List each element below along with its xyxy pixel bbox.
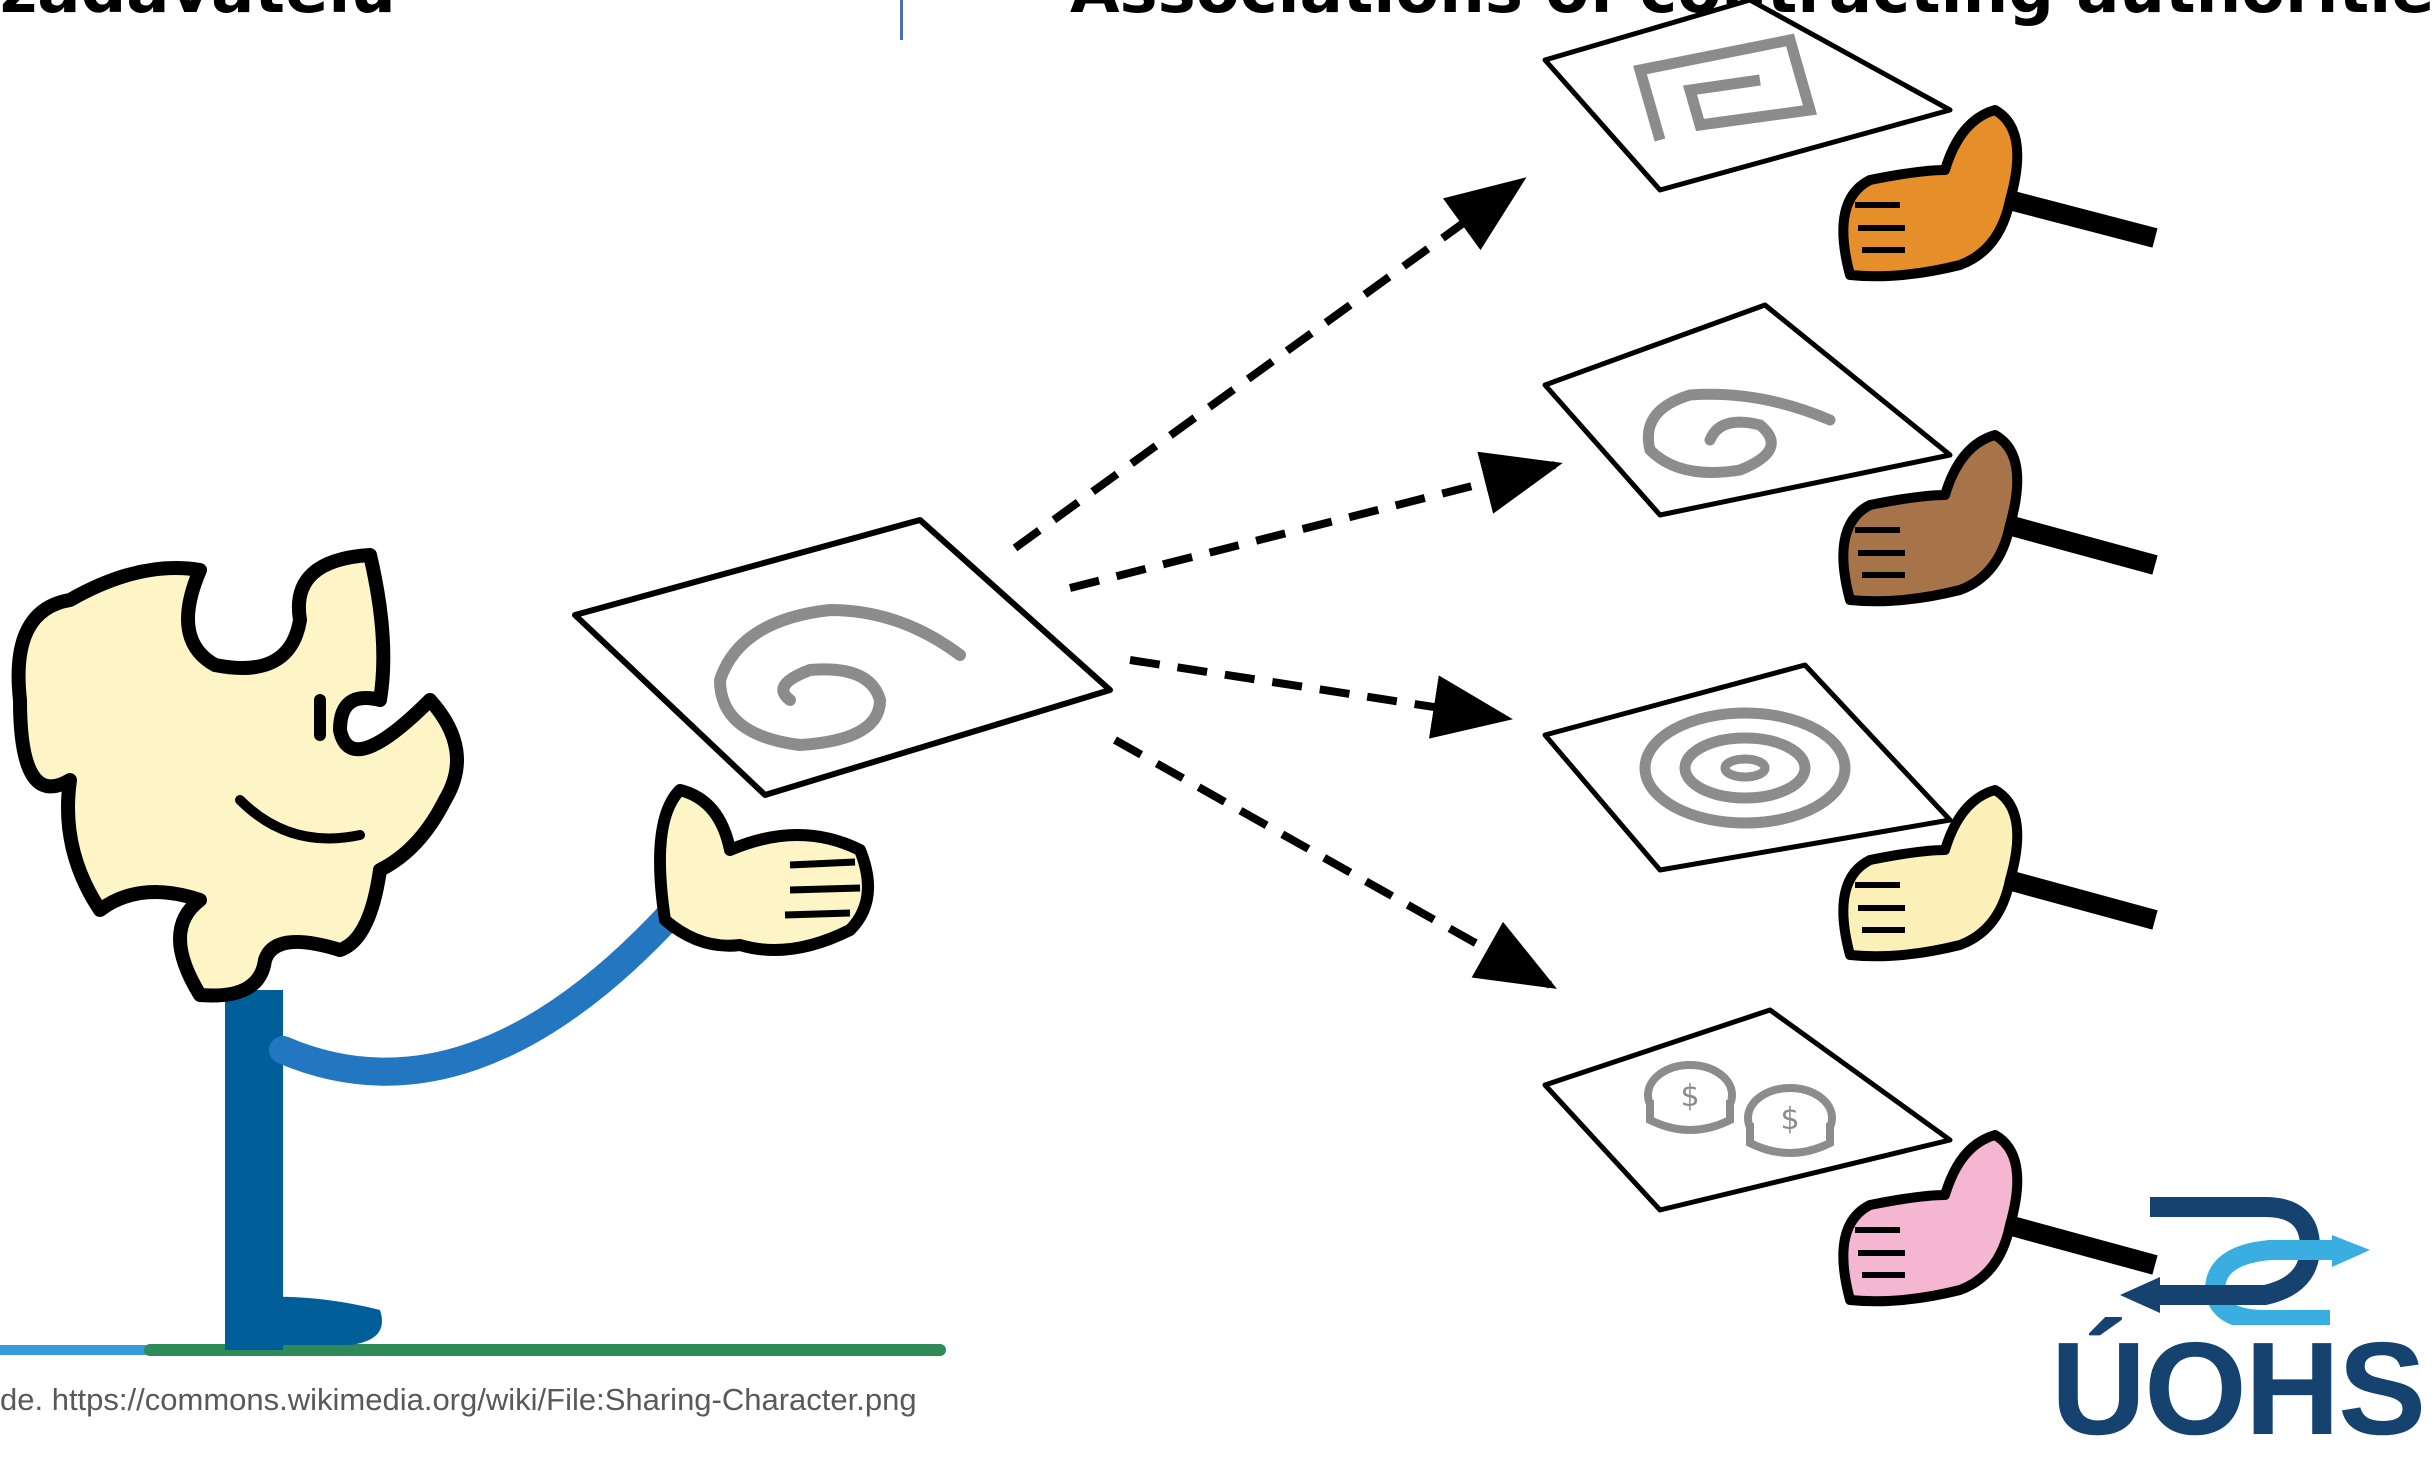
character-foot <box>225 1297 382 1345</box>
logo-text: ÚOHS <box>2040 1313 2435 1464</box>
arrow-to-recipient-3 <box>1130 660 1505 718</box>
recipient-2 <box>1545 305 2155 601</box>
puzzle-head <box>19 555 457 996</box>
distribution-arrows <box>1015 182 1555 985</box>
uohs-logo: ÚOHS <box>2040 1195 2435 1458</box>
coin-icon: $ <box>1648 1065 1732 1130</box>
svg-text:$: $ <box>1780 1102 1799 1137</box>
arrow-to-recipient-4 <box>1115 740 1550 985</box>
svg-text:$: $ <box>1680 1079 1699 1114</box>
arrow-to-recipient-2 <box>1070 465 1555 588</box>
image-source-note: de. https://commons.wikimedia.org/wiki/F… <box>0 1382 917 1418</box>
recipient-1 <box>1545 0 2155 276</box>
recipient-3 <box>1545 665 2155 956</box>
coin-icon: $ <box>1748 1088 1832 1153</box>
shared-document <box>575 520 1110 795</box>
uohs-logo-mark <box>2040 1195 2435 1325</box>
giving-hand-icon <box>660 790 868 950</box>
